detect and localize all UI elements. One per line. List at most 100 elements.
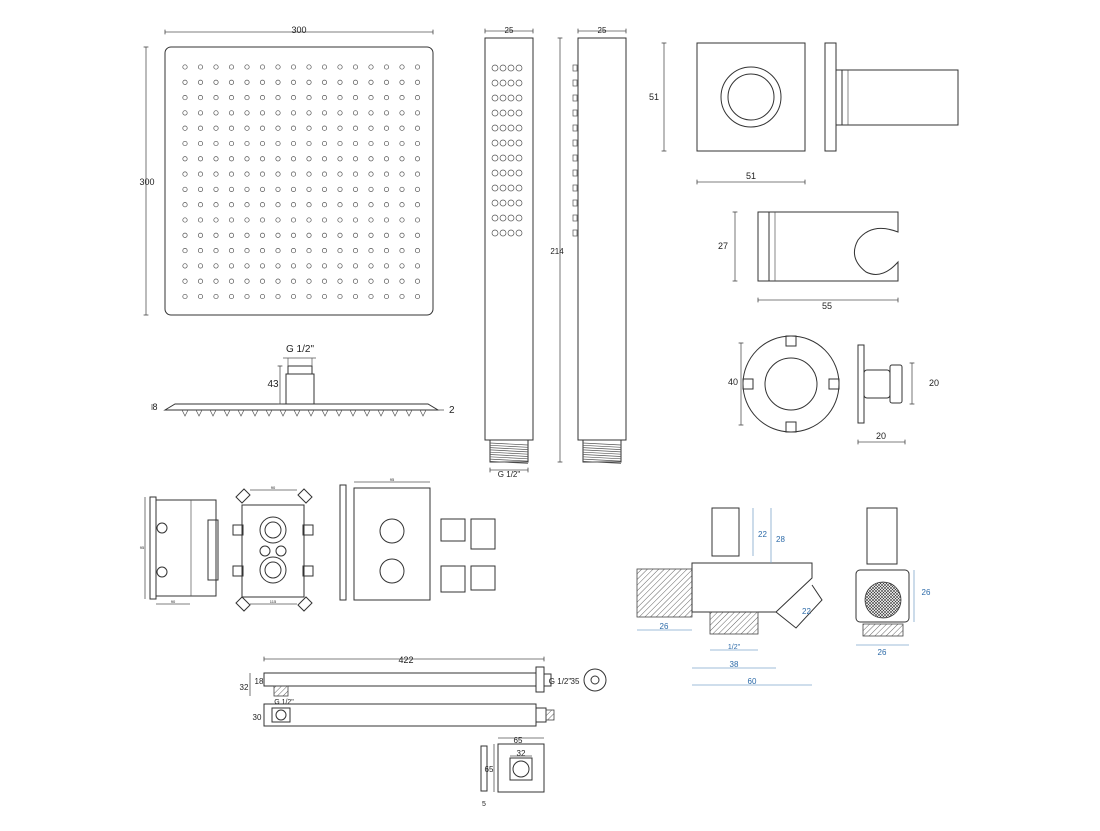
nozzle — [399, 79, 405, 85]
nozzle — [321, 263, 328, 269]
nozzle — [368, 278, 374, 284]
nozzle — [228, 217, 235, 223]
nozzle — [368, 217, 374, 223]
nozzle — [290, 232, 297, 238]
hand-nozzle — [507, 229, 515, 237]
thread-line — [489, 447, 529, 450]
rain-head-top-view: 300 300 — [139, 25, 434, 316]
thread-line — [489, 456, 529, 460]
nozzle — [244, 79, 250, 85]
hand-nozzle — [491, 199, 499, 207]
hand-nozzle — [491, 169, 499, 177]
nozzle — [368, 110, 374, 116]
nozzle — [337, 263, 343, 269]
nozzle — [197, 156, 204, 162]
nozzle — [352, 79, 359, 85]
nozzle — [290, 293, 297, 300]
nozzle — [228, 278, 235, 284]
nozzle — [383, 232, 390, 238]
hand-nozzle — [515, 214, 523, 222]
outlet-elbow-height-label: 51 — [649, 92, 659, 102]
nozzle — [399, 156, 405, 162]
nozzle — [321, 232, 328, 238]
nozzle — [306, 95, 312, 101]
valve-label-side-height: 95 — [140, 545, 145, 550]
hand-nozzle — [507, 154, 515, 162]
nozzle — [182, 110, 188, 116]
holder-width-label: 55 — [822, 301, 832, 311]
nozzle — [352, 232, 359, 238]
spout-label-side-height: 26 — [922, 588, 931, 597]
drip — [251, 409, 259, 417]
drip — [363, 409, 371, 417]
nozzle — [244, 125, 250, 131]
nozzle — [228, 263, 235, 269]
nozzle — [290, 202, 297, 208]
hand-nozzle-side — [572, 214, 578, 222]
nozzle — [337, 202, 343, 208]
nozzle — [321, 248, 328, 254]
drip — [307, 409, 315, 417]
nozzle — [197, 125, 204, 131]
hand-nozzle — [499, 214, 507, 222]
nozzle — [213, 278, 219, 284]
nozzle — [244, 202, 250, 208]
nozzle — [197, 140, 204, 147]
hand-nozzle — [507, 124, 515, 132]
hand-nozzle — [507, 184, 515, 192]
nozzle — [368, 79, 374, 85]
wall-block: 65 32 65 5 — [480, 736, 545, 808]
nozzle — [399, 293, 405, 300]
nozzle — [213, 202, 219, 208]
nozzle — [383, 263, 390, 269]
nozzle — [213, 263, 219, 269]
nozzle — [399, 95, 405, 101]
nozzle — [259, 263, 266, 269]
nozzle — [228, 64, 235, 70]
drip — [391, 409, 399, 417]
hand-nozzle-side — [572, 64, 578, 72]
nozzle — [352, 140, 359, 147]
nozzle — [414, 156, 421, 162]
nozzle — [244, 232, 250, 238]
nozzle — [399, 186, 405, 192]
rain-head-stem-label: 43 — [267, 379, 279, 390]
nozzle — [275, 156, 281, 162]
thread-line — [582, 461, 622, 464]
thread-line — [489, 461, 529, 464]
nozzle — [306, 110, 312, 116]
nozzle — [197, 232, 204, 238]
nozzle — [383, 186, 390, 192]
hand-nozzle-side — [572, 154, 578, 162]
nozzle — [414, 293, 421, 300]
nozzle — [259, 278, 266, 284]
nozzle — [306, 232, 312, 238]
nozzle — [399, 125, 405, 131]
nozzle — [414, 171, 421, 177]
nozzle — [306, 171, 312, 177]
nozzle — [244, 156, 250, 162]
wall-block-height-label: 65 — [485, 765, 494, 774]
thread-line — [582, 451, 622, 455]
hand-nozzle-side — [572, 229, 578, 237]
hand-nozzle — [499, 199, 507, 207]
nozzle — [197, 202, 204, 208]
nozzle — [399, 110, 405, 116]
nozzle — [306, 202, 312, 208]
nozzle — [290, 248, 297, 254]
spout-label-side-width: 26 — [878, 648, 887, 657]
nozzle — [337, 293, 343, 300]
arm-end-label: 35 — [571, 677, 580, 686]
nozzle — [337, 232, 343, 238]
nozzle — [321, 217, 328, 223]
nozzle — [244, 186, 250, 192]
nozzle — [197, 171, 204, 177]
valve-label-front-bottom: 115 — [270, 599, 277, 604]
nozzle — [228, 156, 235, 162]
nozzle — [228, 125, 235, 131]
arm-left-label: 32 — [240, 683, 249, 692]
outlet-elbow: 51 51 — [649, 42, 959, 185]
drip — [279, 409, 287, 417]
nozzle — [213, 156, 219, 162]
